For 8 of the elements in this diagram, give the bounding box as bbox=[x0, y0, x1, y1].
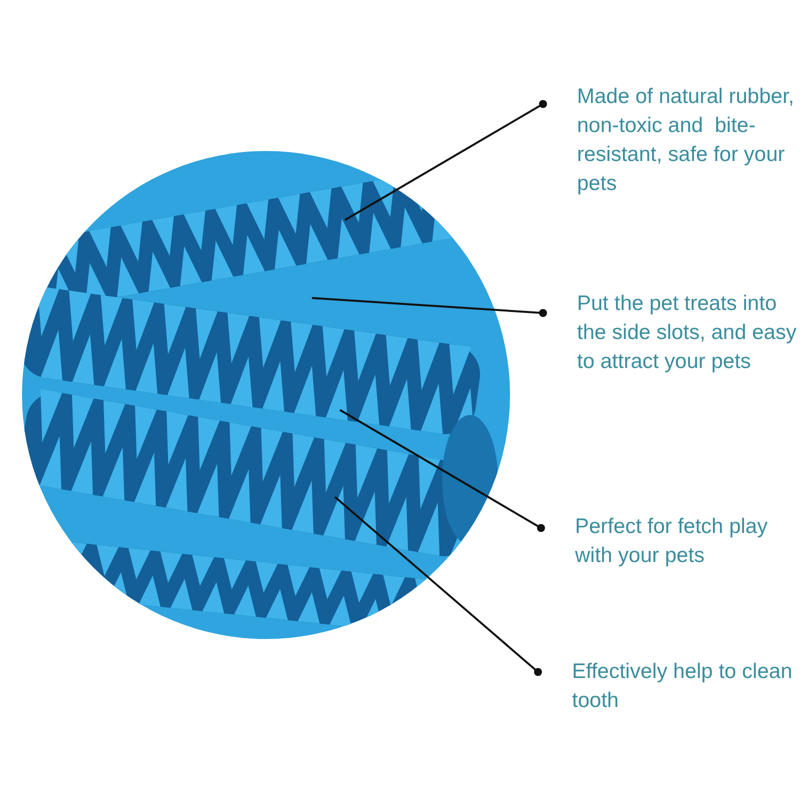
leader-line bbox=[334, 496, 542, 676]
leader-line bbox=[340, 409, 545, 532]
leader-line bbox=[312, 297, 547, 317]
leader-line bbox=[344, 100, 547, 221]
callout-text: Effectively help to clean tooth bbox=[572, 659, 794, 714]
callout-text: Perfect for fetch play with your pets bbox=[575, 514, 769, 569]
callout-text: Made of natural rubber, non-toxic and bite-resistant, safe for your pets bbox=[577, 84, 796, 197]
callout-text: Put the pet treats into the side slots, and easy to attract your pets bbox=[577, 291, 798, 375]
